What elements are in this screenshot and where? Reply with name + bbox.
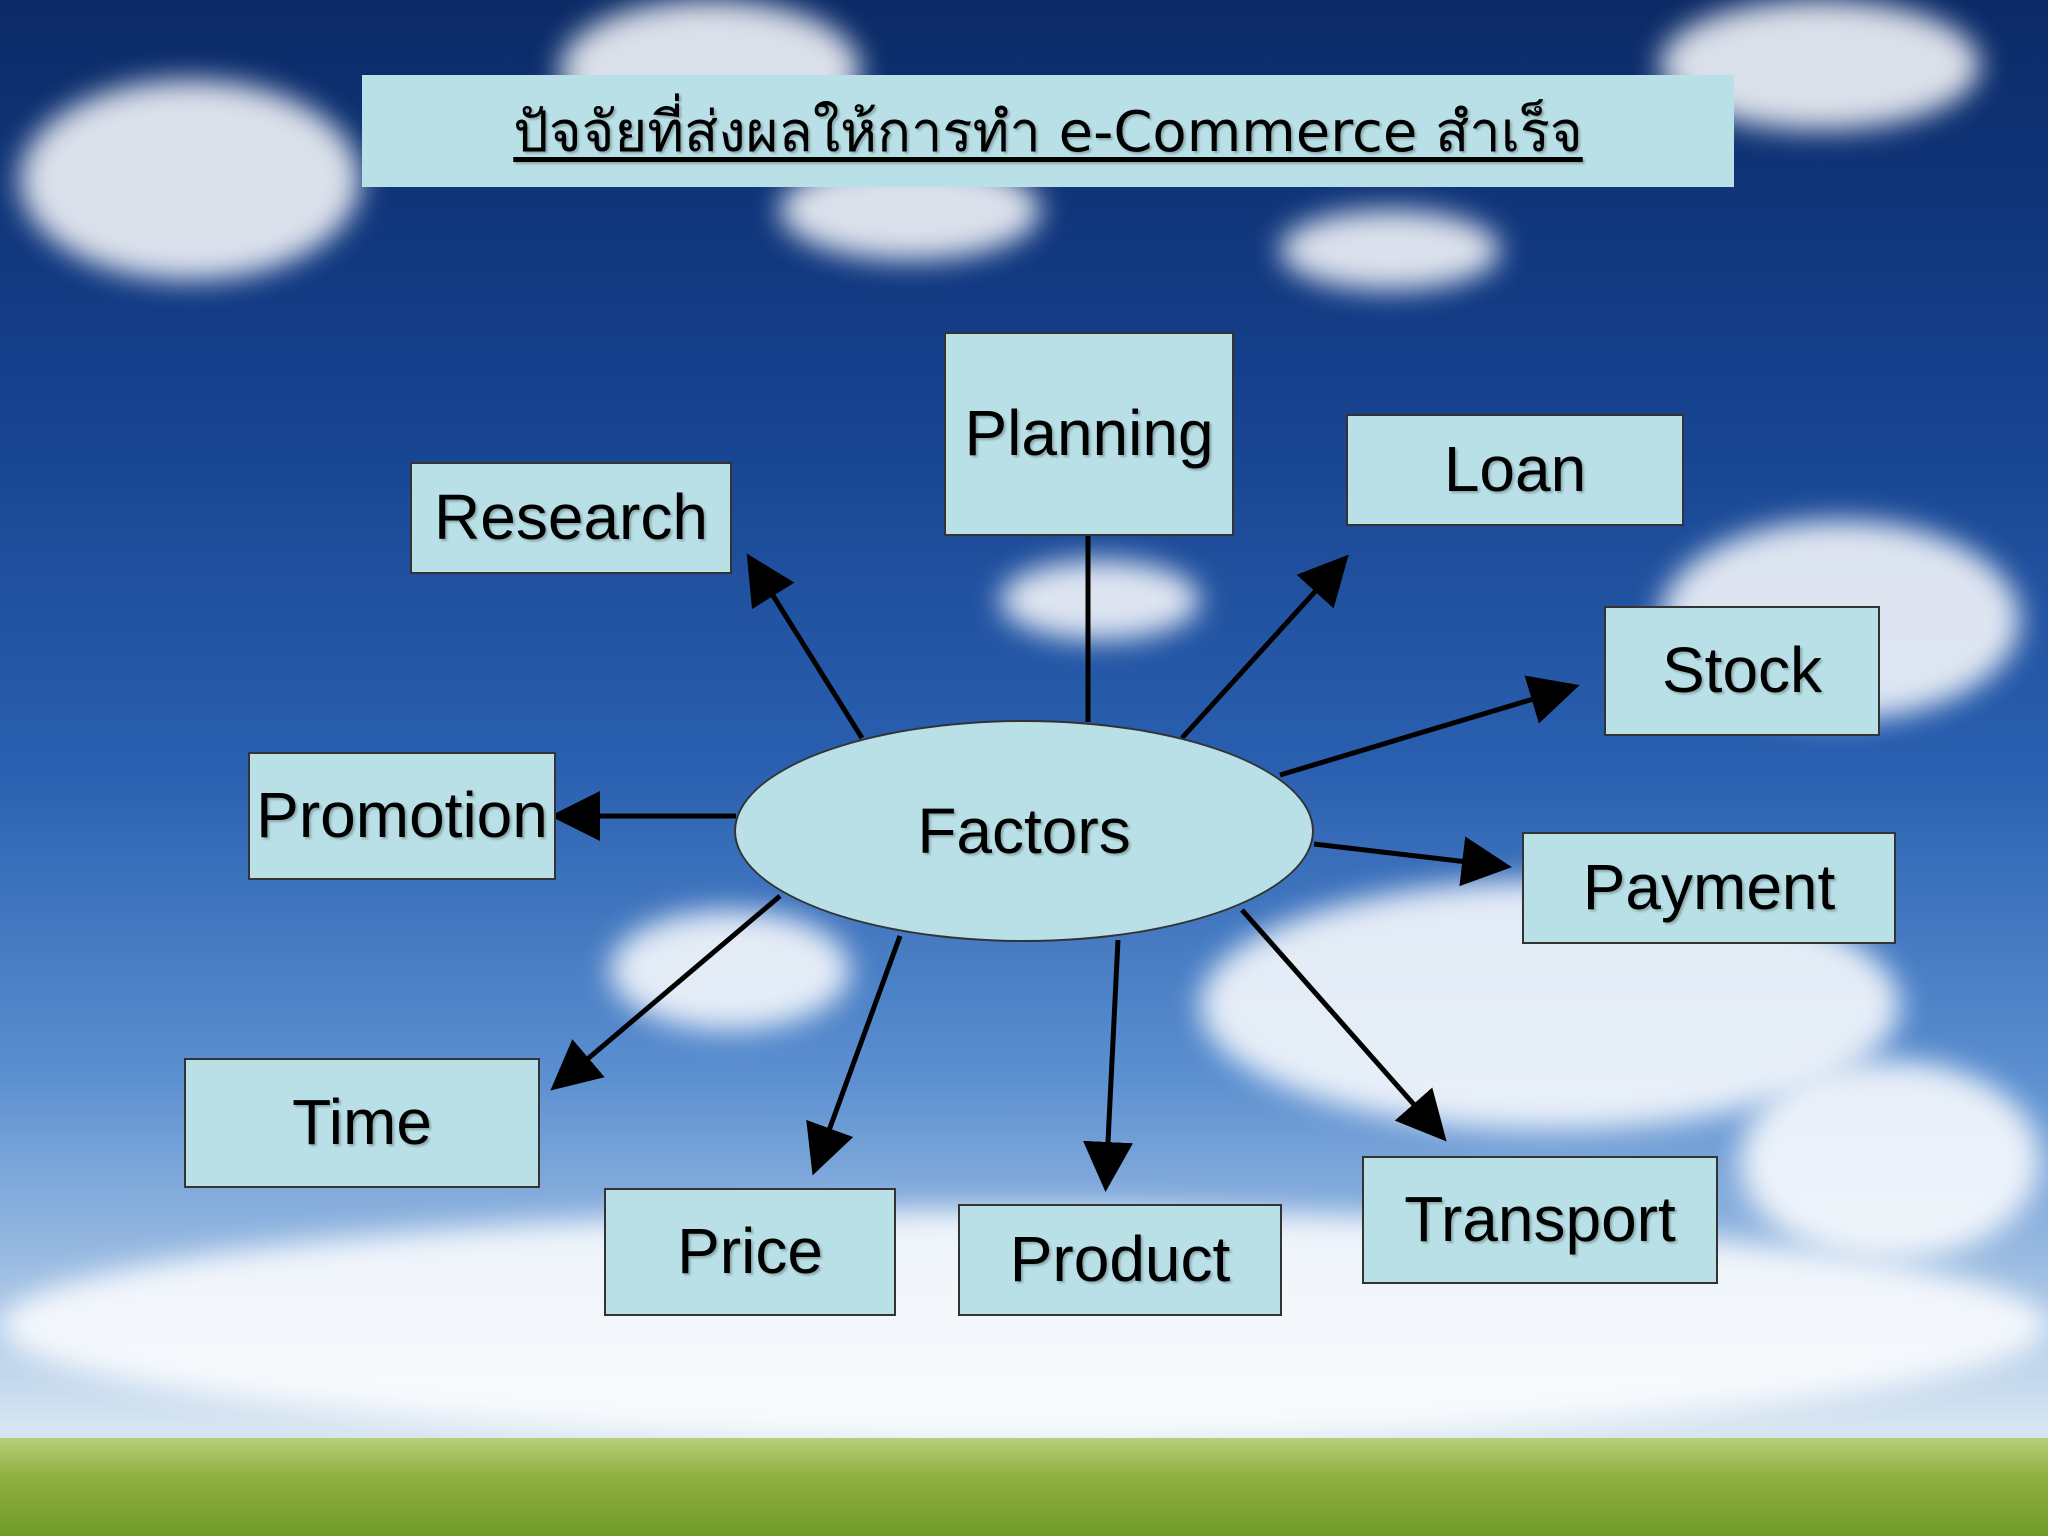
node-price: Price <box>604 1188 896 1316</box>
arrow-price <box>806 935 903 1176</box>
node-price-label: Price <box>677 1215 823 1288</box>
arrow-research <box>746 553 865 740</box>
node-planning: Planning <box>944 332 1234 536</box>
arrow-stock <box>1279 675 1580 778</box>
node-transport-label: Transport <box>1404 1183 1676 1256</box>
node-product-label: Product <box>1009 1223 1231 1296</box>
node-payment: Payment <box>1522 832 1896 944</box>
title-banner: ปัจจัยที่ส่งผลให้การทำ e-Commerce สำเร็จ <box>362 75 1734 187</box>
node-payment-label: Payment <box>1582 851 1836 924</box>
page-title: ปัจจัยที่ส่งผลให้การทำ e-Commerce สำเร็จ <box>513 99 1583 165</box>
node-product: Product <box>958 1204 1282 1316</box>
node-loan-label: Loan <box>1443 433 1587 506</box>
node-research: Research <box>410 462 732 574</box>
arrow-transport <box>1240 908 1447 1142</box>
node-time-label: Time <box>292 1086 432 1159</box>
node-promotion-label: Promotion <box>256 779 548 852</box>
factors-ellipse: Factors <box>734 720 1314 942</box>
node-transport: Transport <box>1362 1156 1718 1284</box>
node-planning-label: Planning <box>964 397 1214 470</box>
factors-label: Factors <box>917 795 1131 867</box>
node-stock: Stock <box>1604 606 1880 736</box>
arrow-time <box>550 894 782 1091</box>
node-research-label: Research <box>434 481 708 554</box>
arrow-product <box>1083 939 1133 1192</box>
node-promotion: Promotion <box>248 752 556 880</box>
node-loan: Loan <box>1346 414 1684 526</box>
arrow-loan <box>1180 554 1349 740</box>
arrow-payment <box>1313 836 1512 887</box>
grass-field <box>0 1438 2048 1536</box>
node-time: Time <box>184 1058 540 1188</box>
node-stock-label: Stock <box>1661 634 1823 707</box>
